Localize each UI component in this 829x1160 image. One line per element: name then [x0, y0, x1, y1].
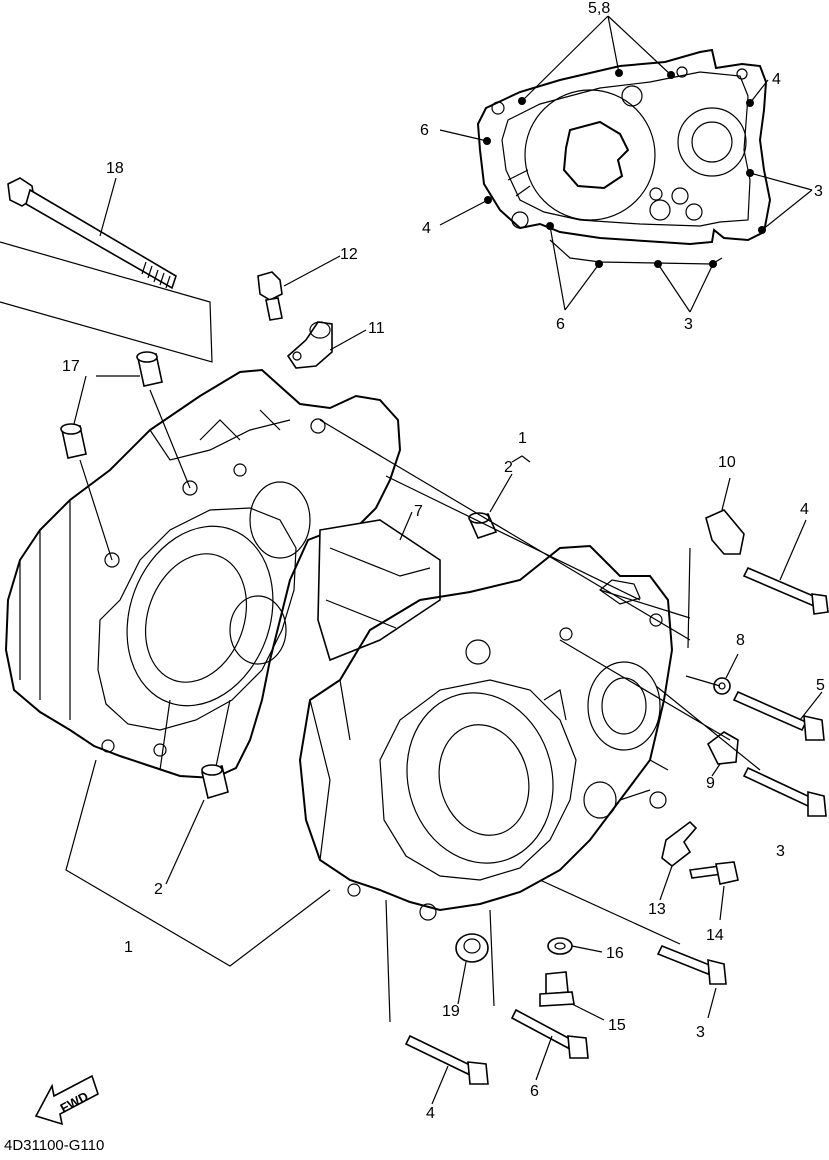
bolt-12 — [257, 255, 341, 321]
callout-18: 18 — [106, 160, 124, 177]
callout-8: 8 — [736, 632, 745, 649]
clamp-10 — [705, 477, 745, 555]
callout-labels: 5,8 4 6 3 4 6 3 18 12 11 17 1 2 10 7 4 8… — [62, 0, 825, 1122]
callout-4: 4 — [426, 1105, 435, 1122]
callout-4: 4 — [422, 220, 431, 237]
dowel-2-lower — [165, 764, 229, 885]
callout-1: 1 — [518, 430, 527, 447]
callout-3: 3 — [776, 843, 785, 860]
bolt-6-lower — [510, 1008, 589, 1081]
dowel-2-upper — [468, 455, 531, 539]
callout-6: 6 — [530, 1083, 539, 1100]
assembly-guide-line — [385, 547, 761, 1023]
washer-8 — [713, 653, 739, 695]
callout-15: 15 — [608, 1017, 626, 1034]
bolt-4-upper — [742, 519, 829, 615]
bolt-5 — [732, 690, 825, 741]
washer-16 — [547, 937, 603, 955]
bolt-3-lower — [656, 944, 727, 1019]
callout-6: 6 — [556, 316, 565, 333]
callout-4: 4 — [800, 501, 809, 518]
callout-2: 2 — [504, 459, 513, 476]
callout-5: 5 — [816, 677, 825, 694]
bolt-14 — [689, 861, 739, 921]
callout-4: 4 — [772, 71, 781, 88]
bracket-11 — [286, 321, 367, 369]
callout-3: 3 — [684, 316, 693, 333]
fwd-arrow-icon: FWD — [34, 1074, 99, 1126]
right-crankcase-half — [298, 544, 674, 921]
callout-2: 2 — [154, 881, 163, 898]
part-7 — [317, 511, 441, 662]
callout-6: 6 — [420, 122, 429, 139]
callout-3: 3 — [696, 1024, 705, 1041]
callout-19: 19 — [442, 1003, 460, 1020]
assembly-bracket-1 — [65, 759, 331, 967]
clamp-9 — [706, 731, 739, 777]
clamp-13 — [659, 820, 698, 901]
callout-3: 3 — [814, 183, 823, 200]
long-bolt-18 — [7, 177, 177, 290]
collar-19 — [455, 933, 489, 1005]
callout-16: 16 — [606, 945, 624, 962]
callout-10: 10 — [718, 454, 736, 471]
callout-12: 12 — [340, 246, 358, 263]
callout-9: 9 — [706, 775, 715, 792]
callout-17: 17 — [62, 358, 80, 375]
callout-13: 13 — [648, 901, 666, 918]
assembly-guide-line — [319, 419, 691, 641]
callout-7: 7 — [414, 503, 423, 520]
bolt-3-right — [742, 766, 827, 817]
crankcase-gasket-inset — [439, 15, 813, 313]
bolt-15 — [539, 971, 605, 1021]
callout-11: 11 — [368, 320, 385, 337]
dowel-pins-17 — [60, 351, 191, 561]
assembly-guide-line — [0, 241, 213, 363]
callout-5-8: 5,8 — [588, 0, 610, 17]
bolt-4-lower — [404, 1034, 489, 1105]
drawing-code: 4D31100-G110 — [4, 1137, 104, 1154]
callout-1: 1 — [124, 939, 133, 956]
callout-14: 14 — [706, 927, 724, 944]
